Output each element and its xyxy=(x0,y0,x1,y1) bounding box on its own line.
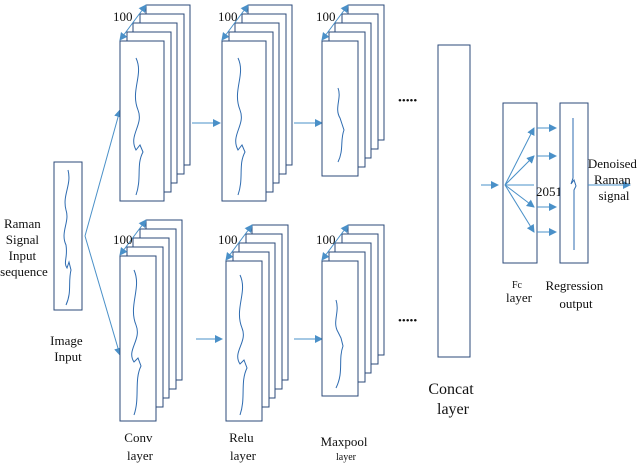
fc-fan-arrows xyxy=(504,127,535,233)
fc-layer-label: Fc layer xyxy=(506,275,533,305)
svg-text:100: 100 xyxy=(218,232,238,247)
denoised-signal-label: Denoised Raman signal xyxy=(588,156,640,203)
bottom-conv-stack xyxy=(119,219,183,422)
conv-layer-label: Conv layer xyxy=(124,430,155,463)
arrow-input-to-bottom xyxy=(84,235,122,356)
image-input-block xyxy=(53,161,83,311)
bottom-conv-depth: 100 xyxy=(113,219,147,256)
svg-text:100: 100 xyxy=(316,9,336,24)
svg-text:100: 100 xyxy=(113,232,133,247)
top-maxpool-depth: 100 xyxy=(316,4,349,41)
bottom-maxpool-depth: 100 xyxy=(316,224,349,261)
bottom-maxpool-stack xyxy=(321,224,385,397)
top-conv-depth: 100 xyxy=(113,4,147,41)
bottom-ellipsis: ••••• xyxy=(398,315,417,327)
concat-layer-block xyxy=(437,44,471,358)
top-conv-stack xyxy=(119,4,191,202)
concat-layer-label: Concat layer xyxy=(428,381,477,418)
top-relu-stack xyxy=(221,4,293,202)
relu-layer-label: Relu layer xyxy=(229,430,257,463)
fc-to-regression-arrows xyxy=(537,124,557,236)
fc-size-label: 2051 xyxy=(536,184,562,199)
svg-text:100: 100 xyxy=(113,9,133,24)
input-sequence-label: Raman Signal Input sequence xyxy=(0,216,48,279)
regression-output-label: Regression output xyxy=(545,278,606,311)
bottom-relu-stack xyxy=(225,224,289,422)
svg-text:100: 100 xyxy=(316,232,336,247)
top-maxpool-stack xyxy=(321,4,385,177)
fc-layer-block xyxy=(502,102,538,264)
bottom-relu-depth: 100 xyxy=(218,224,253,261)
regression-signal-trace xyxy=(570,118,577,250)
svg-text:100: 100 xyxy=(218,9,238,24)
top-ellipsis: ••••• xyxy=(398,95,417,107)
image-input-label: Image Input xyxy=(50,333,86,364)
arrow-input-to-top xyxy=(84,109,122,237)
maxpool-layer-label: Maxpool layer xyxy=(321,433,372,463)
top-relu-depth: 100 xyxy=(218,4,249,41)
